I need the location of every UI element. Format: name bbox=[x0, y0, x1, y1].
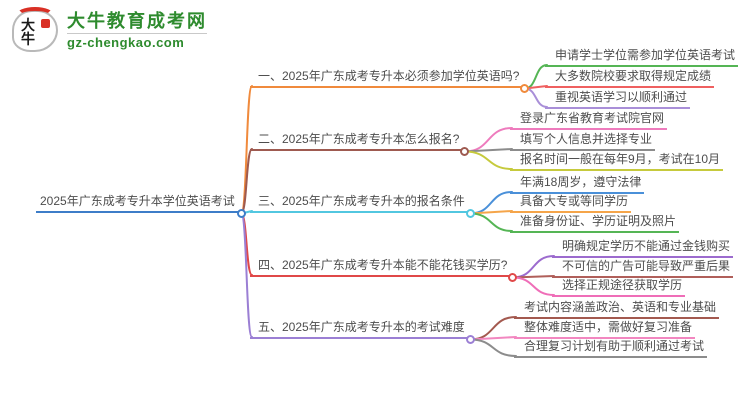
branch-1-child-1-label: 申请学士学位需参加学位英语考试 bbox=[555, 48, 736, 62]
branch-5-child-2[interactable]: 整体难度适中，需做好复习准备 bbox=[514, 319, 696, 339]
branch-1-child-1[interactable]: 申请学士学位需参加学位英语考试 bbox=[545, 47, 739, 67]
branch-3-child-3-label: 准备身份证、学历证明及照片 bbox=[520, 214, 677, 228]
branch-1-child-3[interactable]: 重视英语学习以顺利通过 bbox=[545, 89, 691, 109]
branch-5-label: 五、2025年广东成考专升本的考试难度 bbox=[258, 320, 465, 334]
site-logo[interactable]: 大牛 大牛教育成考网 gz-chengkao.com bbox=[12, 7, 207, 52]
branch-3-child-2[interactable]: 具备大专或等同学历 bbox=[510, 193, 632, 213]
branch-1-child-3-label: 重视英语学习以顺利通过 bbox=[555, 90, 688, 104]
node-connector-dot bbox=[460, 147, 470, 156]
branch-4-child-2-label: 不可信的广告可能导致严重后果 bbox=[562, 259, 731, 273]
branch-3-topic[interactable]: 三、2025年广东成考专升本的报名条件 bbox=[250, 193, 475, 218]
branch-3-child-1-label: 年满18周岁，遵守法律 bbox=[520, 175, 642, 189]
node-connector-dot bbox=[508, 273, 518, 282]
branch-5-child-1-label: 考试内容涵盖政治、英语和专业基础 bbox=[524, 300, 717, 314]
branch-4-child-1[interactable]: 明确规定学历不能通过金钱购买 bbox=[552, 238, 734, 258]
node-connector-dot bbox=[520, 84, 530, 93]
branch-3-label: 三、2025年广东成考专升本的报名条件 bbox=[258, 194, 465, 208]
logo-text-block: 大牛教育成考网 gz-chengkao.com bbox=[67, 11, 207, 51]
central-topic[interactable]: 2025年广东成考专升本学位英语考试 bbox=[36, 193, 246, 218]
branch-5-child-1[interactable]: 考试内容涵盖政治、英语和专业基础 bbox=[514, 299, 720, 319]
branch-2-child-3-label: 报名时间一般在每年9月，考试在10月 bbox=[520, 152, 721, 166]
branch-2-child-3[interactable]: 报名时间一般在每年9月，考试在10月 bbox=[510, 151, 724, 171]
branch-2-child-2-label: 填写个人信息并选择专业 bbox=[520, 132, 653, 146]
branch-4-child-2[interactable]: 不可信的广告可能导致严重后果 bbox=[552, 258, 734, 278]
branch-4-topic[interactable]: 四、2025年广东成考专升本能不能花钱买学历? bbox=[250, 257, 518, 282]
branch-3-child-2-label: 具备大专或等同学历 bbox=[520, 194, 629, 208]
branch-1-label: 一、2025年广东成考专升本必须参加学位英语吗? bbox=[258, 69, 520, 83]
branch-1-child-2[interactable]: 大多数院校要求取得规定成绩 bbox=[545, 68, 715, 88]
branch-5-topic[interactable]: 五、2025年广东成考专升本的考试难度 bbox=[250, 319, 475, 344]
branch-1-topic[interactable]: 一、2025年广东成考专升本必须参加学位英语吗? bbox=[250, 68, 530, 93]
branch-2-child-2[interactable]: 填写个人信息并选择专业 bbox=[510, 131, 656, 151]
logo-site-name: 大牛教育成考网 bbox=[67, 11, 207, 31]
branch-2-child-1[interactable]: 登录广东省教育考试院官网 bbox=[510, 110, 668, 130]
branch-2-child-1-label: 登录广东省教育考试院官网 bbox=[520, 111, 665, 125]
node-connector-dot bbox=[465, 209, 475, 218]
node-connector-dot bbox=[465, 335, 475, 344]
logo-icon-text: 大牛 bbox=[21, 17, 36, 47]
logo-seal-icon bbox=[41, 19, 50, 28]
branch-4-label: 四、2025年广东成考专升本能不能花钱买学历? bbox=[258, 258, 508, 272]
logo-site-url: gz-chengkao.com bbox=[67, 33, 207, 51]
branch-2-topic[interactable]: 二、2025年广东成考专升本怎么报名? bbox=[250, 131, 470, 156]
branch-5-child-3[interactable]: 合理复习计划有助于顺利通过考试 bbox=[514, 338, 708, 358]
branch-4-child-3-label: 选择正规途径获取学历 bbox=[562, 278, 683, 292]
branch-2-label: 二、2025年广东成考专升本怎么报名? bbox=[258, 132, 460, 146]
node-connector-dot bbox=[236, 209, 246, 218]
branch-3-child-3[interactable]: 准备身份证、学历证明及照片 bbox=[510, 213, 680, 233]
central-topic-label: 2025年广东成考专升本学位英语考试 bbox=[40, 194, 235, 208]
branch-5-child-2-label: 整体难度适中，需做好复习准备 bbox=[524, 320, 693, 334]
branch-5-child-3-label: 合理复习计划有助于顺利通过考试 bbox=[524, 339, 705, 353]
logo-red-arc-icon bbox=[16, 7, 54, 23]
logo-speech-bubble-icon: 大牛 bbox=[12, 7, 58, 52]
branch-4-child-1-label: 明确规定学历不能通过金钱购买 bbox=[562, 239, 731, 253]
branch-1-child-2-label: 大多数院校要求取得规定成绩 bbox=[555, 69, 712, 83]
branch-3-child-1[interactable]: 年满18周岁，遵守法律 bbox=[510, 174, 645, 194]
branch-4-child-3[interactable]: 选择正规途径获取学历 bbox=[552, 277, 686, 297]
